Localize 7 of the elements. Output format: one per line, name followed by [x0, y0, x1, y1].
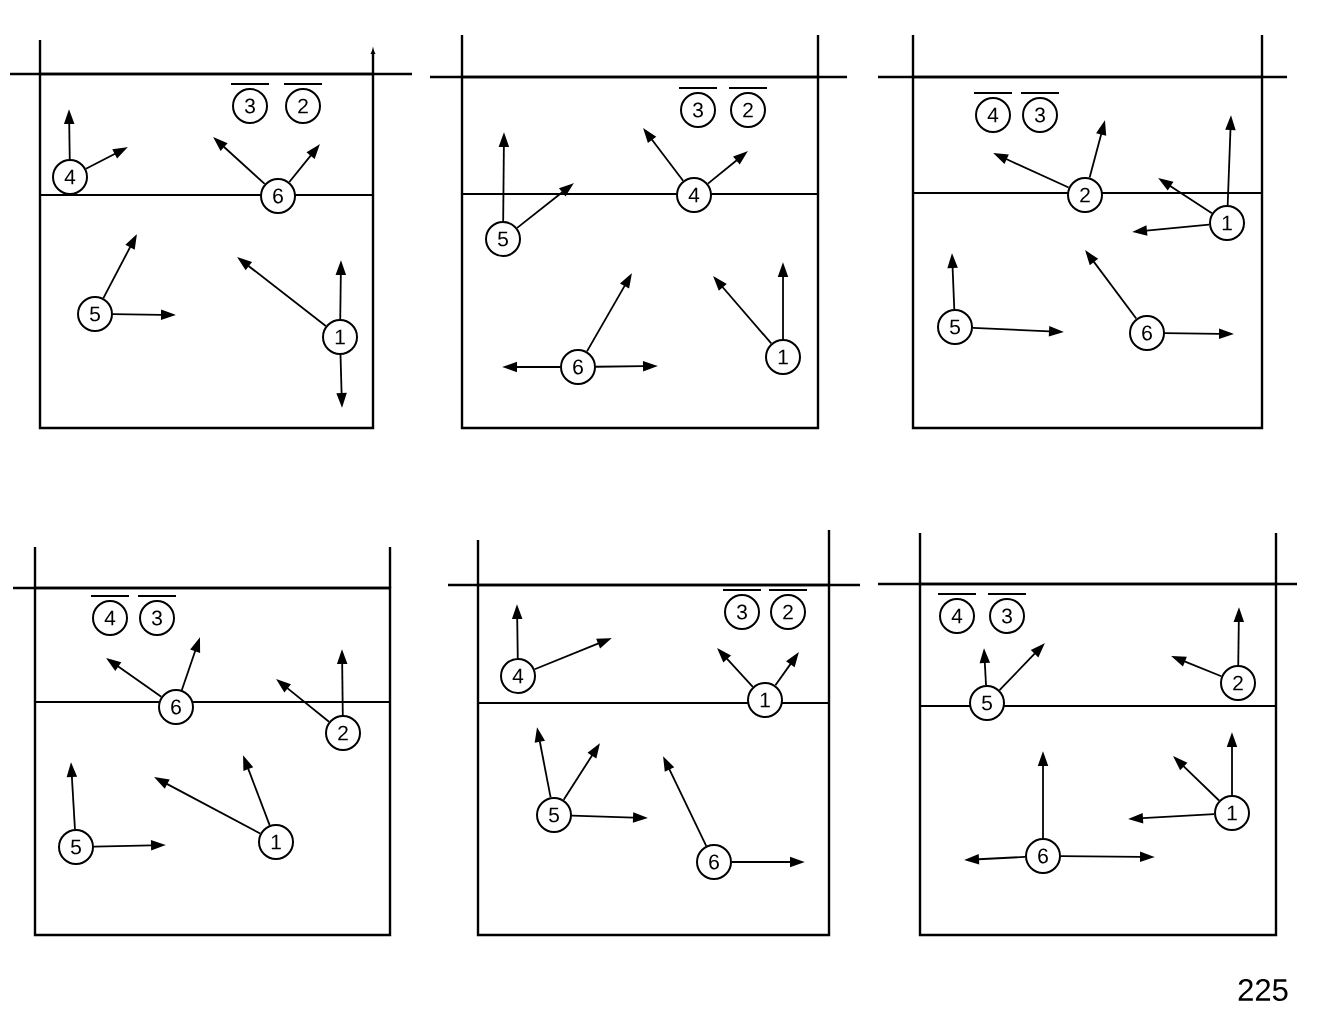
- volleyball-court: [13, 547, 392, 937]
- volleyball-court: [10, 40, 412, 430]
- volleyball-court: [430, 35, 847, 430]
- volleyball-court: [448, 530, 860, 937]
- volleyball-court: [878, 533, 1297, 937]
- page-number: 225: [1238, 979, 1288, 1001]
- volleyball-court: [878, 35, 1287, 430]
